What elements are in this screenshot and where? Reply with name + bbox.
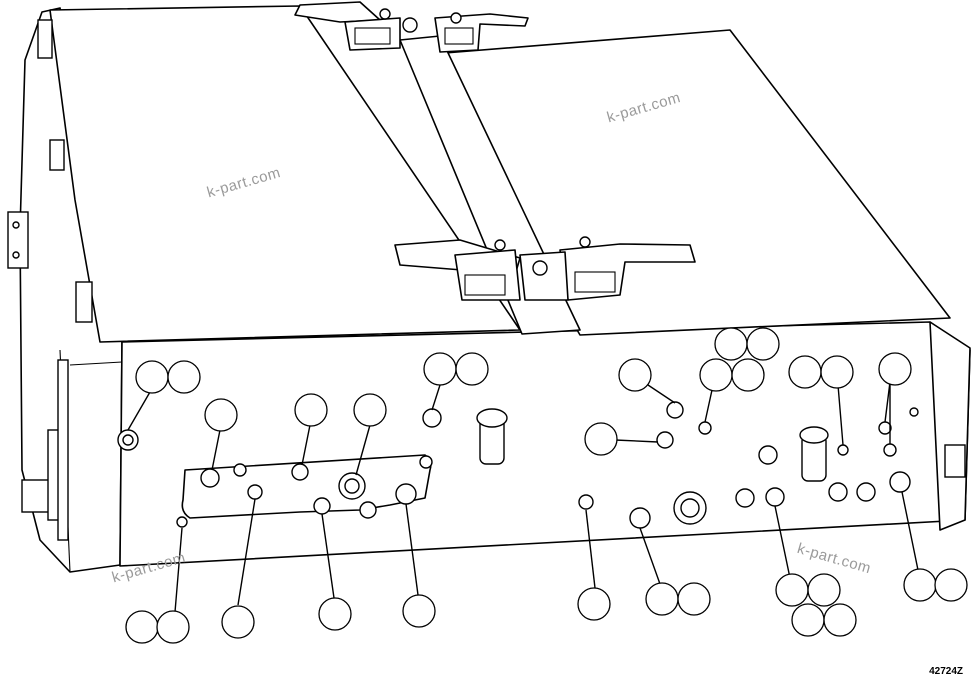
callout-balloon (402, 594, 436, 628)
callout-balloon (903, 568, 937, 602)
middle-latch-assembly (394, 236, 696, 301)
callout-balloon (204, 398, 238, 432)
callout-balloon (156, 610, 190, 644)
callout-balloon (820, 355, 854, 389)
callout-balloon (699, 358, 733, 392)
callout-balloon (714, 327, 748, 361)
callout-balloon (788, 355, 822, 389)
callout-balloon (135, 360, 169, 394)
callout-balloon (455, 352, 489, 386)
front-components (117, 401, 966, 529)
callout-balloon (746, 327, 780, 361)
callout-balloon (791, 603, 825, 637)
callout-balloon (645, 582, 679, 616)
callout-balloon (677, 582, 711, 616)
callout-balloon (934, 568, 968, 602)
callout-balloon (807, 573, 841, 607)
callout-balloon (318, 597, 352, 631)
callout-balloon (878, 352, 912, 386)
callout-balloon (577, 587, 611, 621)
callout-balloon (775, 573, 809, 607)
callout-balloon (584, 422, 618, 456)
callout-balloon (125, 610, 159, 644)
figure-code: 42724Z (929, 666, 963, 677)
callout-balloon (353, 393, 387, 427)
callout-balloon (167, 360, 201, 394)
callout-balloons (125, 327, 968, 644)
callout-balloon (294, 393, 328, 427)
callout-balloon (221, 605, 255, 639)
callout-balloon (731, 358, 765, 392)
callout-balloon (823, 603, 857, 637)
leader-lines (127, 381, 919, 613)
callout-balloon (618, 358, 652, 392)
callout-balloon (423, 352, 457, 386)
top-latch-assembly (294, 1, 529, 53)
left-side-hardware (7, 19, 93, 541)
